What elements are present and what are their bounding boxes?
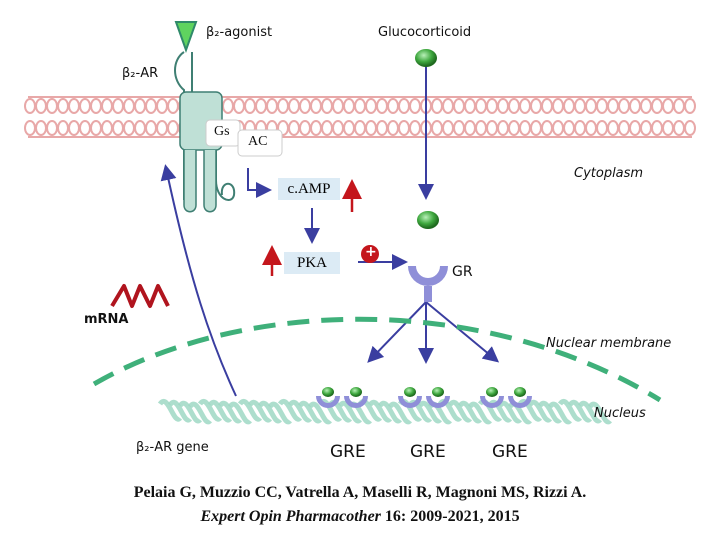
gr-receptor (408, 266, 448, 286)
gs-label: Gs (214, 124, 230, 139)
citation-details: 16: 2009-2021, 2015 (380, 508, 520, 525)
pka-box: PKA (284, 252, 340, 274)
gr-dimers (316, 387, 532, 408)
mrna-label: mRNA (84, 312, 129, 327)
gene-to-receptor-arrow (160, 164, 237, 397)
mrna-strand (110, 284, 170, 308)
plus-badge (361, 245, 379, 263)
dna-helix (157, 398, 612, 425)
b2-ar-label: β₂-AR (122, 66, 159, 81)
agonist-triangle (174, 21, 198, 53)
cytoplasm-label: Cytoplasm (574, 166, 644, 181)
gr-to-gre3-arrow (425, 301, 500, 363)
citation-source: Expert Opin Pharmacother 16: 2009-2021, … (0, 508, 720, 526)
gre-label-2: GRE (410, 442, 446, 462)
gr-to-gre1-arrow (367, 301, 427, 363)
camp-box: c.AMP (278, 178, 340, 200)
citation-journal: Expert Opin Pharmacother (200, 508, 381, 525)
gr-label: GR (452, 264, 473, 280)
b2-agonist-label: β₂-agonist (206, 25, 273, 40)
citation-authors: Pelaia G, Muzzio CC, Vatrella A, Maselli… (133, 484, 587, 501)
nuclear-membrane-label: Nuclear membrane (546, 336, 672, 351)
nucleus-label: Nucleus (594, 406, 646, 421)
free-ligand (417, 211, 439, 229)
ac-box (237, 129, 283, 157)
b2-ar-gene-label: β₂-AR gene (136, 440, 209, 455)
ac-label: AC (248, 134, 268, 149)
cell-membrane (24, 96, 696, 138)
nuclear-membrane (92, 316, 662, 403)
glucocorticoid-label: Glucocorticoid (378, 25, 472, 40)
gre-label-3: GRE (492, 442, 528, 462)
gre-label-1: GRE (330, 442, 366, 462)
glucocorticoid-ligand (415, 49, 437, 67)
plus-label: + (365, 244, 377, 260)
ac-to-camp-arrow (247, 168, 272, 198)
